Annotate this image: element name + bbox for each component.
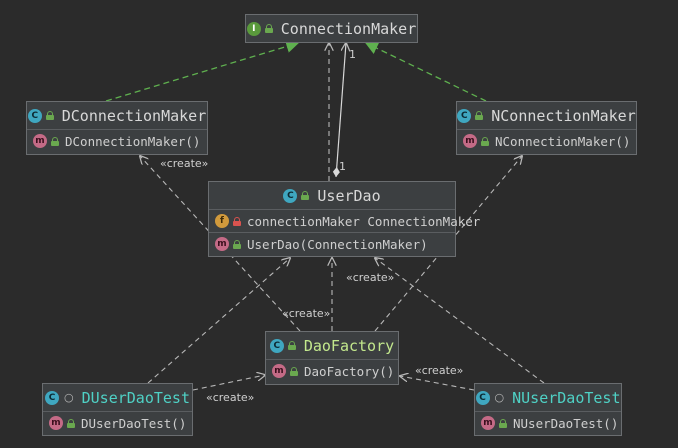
create-label-dconnectionmaker: «create»	[160, 157, 209, 170]
private-lock-icon	[233, 216, 241, 226]
method-icon: m	[481, 416, 495, 430]
class-box-nconnectionmaker[interactable]: C NConnectionMaker m NConnectionMaker()	[456, 101, 637, 155]
method-signature: NUserDaoTest()	[513, 415, 619, 431]
public-lock-icon	[481, 136, 489, 146]
method-icon: m	[272, 364, 286, 378]
public-lock-icon	[475, 111, 484, 120]
class-icon: C	[27, 108, 42, 123]
package-private-icon: ○	[494, 391, 505, 404]
method-icon: m	[215, 237, 229, 251]
class-icon: C	[283, 188, 298, 203]
class-header-daofactory: C DaoFactory	[266, 332, 398, 360]
create-label-userdao: «create»	[346, 271, 395, 284]
field-row[interactable]: f connectionMaker ConnectionMaker	[209, 210, 480, 233]
method-row[interactable]: m NConnectionMaker()	[457, 130, 636, 152]
field-signature: connectionMaker ConnectionMaker	[247, 213, 481, 229]
class-box-userdao[interactable]: C UserDao f connectionMaker ConnectionMa…	[208, 181, 480, 257]
aggregation-edge-userdao-connectionmaker	[336, 43, 346, 178]
class-icon: C	[475, 390, 490, 405]
public-lock-icon	[290, 366, 298, 376]
class-header-nuserdaotest: C ○ NUserDaoTest	[475, 384, 621, 412]
class-name-dconnectionmaker: DConnectionMaker	[61, 106, 207, 125]
class-icon: C	[457, 108, 472, 123]
class-box-dconnectionmaker[interactable]: C DConnectionMaker m DConnectionMaker()	[26, 101, 208, 155]
method-row[interactable]: m DUserDaoTest()	[43, 412, 192, 434]
class-header-connectionmaker: I ConnectionMaker	[246, 15, 417, 42]
interface-icon: I	[246, 21, 261, 36]
create-edge-duserdaotest-daofactory	[192, 375, 265, 391]
dependency-edge-duserdaotest-userdao	[147, 258, 290, 384]
public-lock-icon	[264, 24, 273, 33]
method-signature: DaoFactory()	[304, 363, 395, 379]
create-edge-nuserdaotest-daofactory	[400, 376, 475, 391]
class-name-daofactory: DaoFactory	[303, 336, 395, 355]
multiplicity-label-bottom: 1	[339, 160, 346, 173]
class-box-duserdaotest[interactable]: C ○ DUserDaoTest m DUserDaoTest()	[42, 383, 193, 436]
field-icon: f	[215, 214, 229, 228]
method-row[interactable]: m DaoFactory()	[266, 360, 398, 382]
create-label-daofactory: «create»	[282, 307, 331, 320]
method-signature: DUserDaoTest()	[81, 415, 187, 431]
realization-edge-nconnectionmaker	[364, 42, 487, 102]
class-header-nconnectionmaker: C NConnectionMaker	[457, 102, 636, 130]
class-name-userdao: UserDao	[317, 186, 381, 205]
class-box-connectionmaker[interactable]: I ConnectionMaker	[245, 14, 418, 43]
create-label-nuserdaotest: «create»	[415, 364, 464, 377]
class-header-duserdaotest: C ○ DUserDaoTest	[43, 384, 192, 412]
create-label-duserdaotest: «create»	[206, 391, 255, 404]
method-signature: DConnectionMaker()	[65, 133, 201, 149]
package-private-icon: ○	[64, 391, 74, 404]
public-lock-icon	[67, 418, 75, 428]
method-row[interactable]: m DConnectionMaker()	[27, 130, 207, 152]
method-icon: m	[49, 416, 63, 430]
realization-edge-dconnectionmaker	[105, 40, 300, 102]
dependency-edge-nuserdaotest-userdao	[375, 258, 545, 384]
public-lock-icon	[301, 191, 310, 200]
multiplicity-label-top: 1	[349, 48, 356, 61]
method-icon: m	[33, 134, 47, 148]
class-name-connectionmaker: ConnectionMaker	[280, 19, 417, 38]
class-name-nuserdaotest: NUserDaoTest	[512, 388, 621, 407]
class-icon: C	[269, 338, 284, 353]
class-icon: C	[45, 390, 59, 405]
class-header-userdao: C UserDao	[209, 182, 455, 210]
class-box-nuserdaotest[interactable]: C ○ NUserDaoTest m NUserDaoTest()	[474, 383, 622, 436]
method-row[interactable]: m NUserDaoTest()	[475, 412, 621, 434]
class-name-duserdaotest: DUserDaoTest	[81, 388, 190, 407]
class-name-nconnectionmaker: NConnectionMaker	[491, 106, 636, 125]
method-signature: UserDao(ConnectionMaker)	[247, 236, 428, 252]
public-lock-icon	[287, 341, 296, 350]
public-lock-icon	[51, 136, 59, 146]
public-lock-icon	[499, 418, 507, 428]
method-signature: NConnectionMaker()	[495, 133, 631, 149]
method-row[interactable]: m UserDao(ConnectionMaker)	[209, 233, 455, 255]
class-header-dconnectionmaker: C DConnectionMaker	[27, 102, 207, 130]
public-lock-icon	[45, 111, 54, 120]
class-box-daofactory[interactable]: C DaoFactory m DaoFactory()	[265, 331, 399, 385]
create-edge-daofactory-nconnectionmaker	[374, 156, 522, 332]
method-icon: m	[463, 134, 477, 148]
public-lock-icon	[233, 239, 241, 249]
